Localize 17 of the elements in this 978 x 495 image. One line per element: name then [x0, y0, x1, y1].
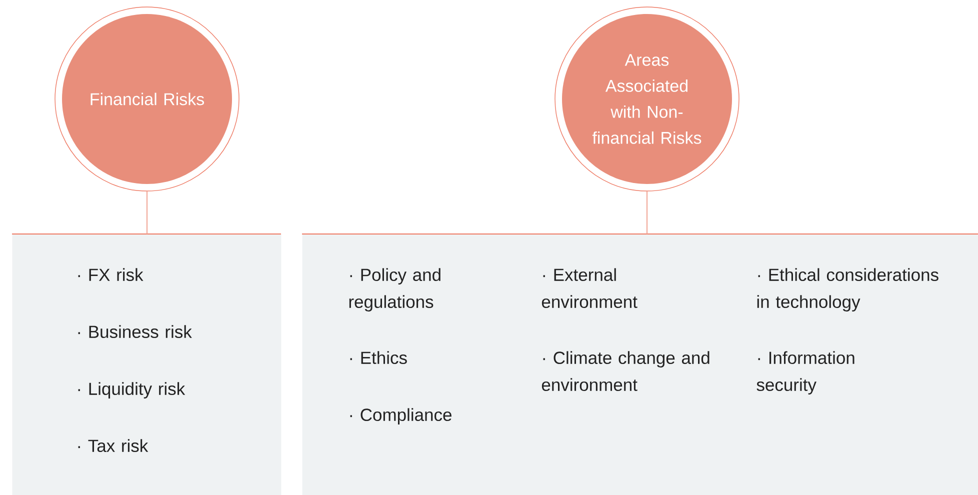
list-item: · Tax risk [78, 439, 148, 452]
circle-node: Financial Risks [54, 6, 240, 192]
list-item: · Ethics [350, 351, 407, 364]
list-panel [12, 234, 282, 495]
list-item: · Policy and regulations [349, 268, 440, 312]
connector-line [646, 190, 648, 234]
list-item: · External environment [542, 268, 638, 308]
list-panel [302, 234, 978, 495]
list-item: · Compliance [350, 408, 452, 424]
list-item: · Ethical considerations in technology [757, 268, 938, 312]
circle-node: Areas Associated with Non-financial Risks [554, 6, 740, 192]
list-item: · FX risk [78, 268, 144, 282]
list-item: · Information security [756, 351, 854, 394]
list-item: · Business risk [78, 325, 192, 338]
list-item: · Liquidity risk [78, 382, 186, 398]
list-item: · Climate change and environment [542, 351, 710, 392]
connector-line [146, 190, 148, 234]
